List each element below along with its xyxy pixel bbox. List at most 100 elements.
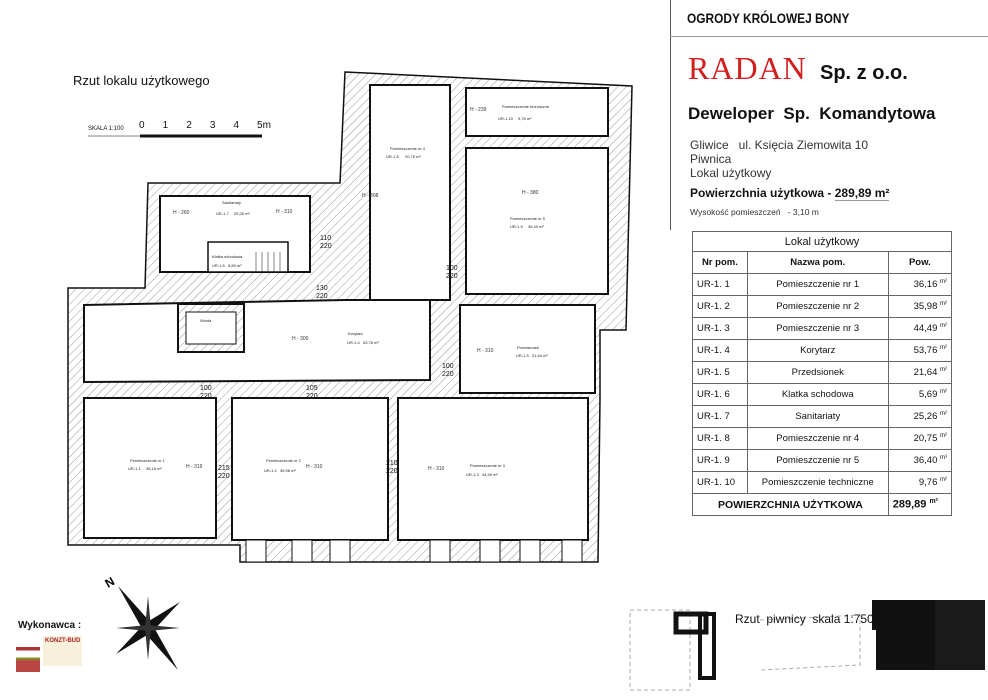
scale-tick: 3 [209, 120, 216, 131]
room-area: 44,49 m² [482, 472, 498, 477]
area-value: 36,16 [913, 279, 938, 291]
room-area: 21,64 m² [532, 353, 548, 358]
scale-tick: 2 [186, 120, 192, 131]
area-value: 35,98 [913, 301, 938, 313]
room-code: UR-1.1 [128, 466, 141, 471]
project-name: OGRODY KRÓLOWEJ BONY [687, 10, 850, 26]
room-number: UR-1. 8 [692, 427, 748, 450]
plan-title: Rzut lokalu użytkowego [73, 73, 210, 88]
room-number: UR-1. 2 [692, 295, 748, 318]
total-unit: m² [929, 498, 939, 506]
area-value: 53,76 [913, 345, 938, 357]
room-area: 44,49 m² [887, 317, 953, 340]
room-code: UR-1.6 [212, 263, 225, 268]
room-area: 36,16 m² [146, 466, 162, 471]
usable-area-label: Powierzchnia użytkowa - [690, 186, 832, 200]
table-row: UR-1. 7 Sanitariaty 25,26 m² [692, 405, 953, 428]
room-pom-5 [465, 147, 609, 295]
room-number: UR-1. 7 [692, 405, 748, 428]
room-height: H - 310 [477, 348, 494, 354]
door-height: 220 [316, 293, 328, 300]
room-area: 21,64 m² [887, 361, 953, 384]
area-unit: m² [940, 410, 947, 417]
room-name: Pomieszczenie nr 2 [746, 295, 889, 318]
room-name: Klatka schodowa [746, 383, 889, 406]
room-area: 35,98 m² [887, 295, 953, 318]
room-label: Pomieszczenie nr 1 [130, 458, 166, 463]
room-name: Pomieszczenie techniczne [746, 471, 889, 494]
room-area: 5,69 m² [228, 263, 242, 268]
area-unit: m³ [940, 454, 947, 461]
room-height: H - 310 [276, 209, 293, 215]
header-divider [670, 36, 988, 37]
table-row: UR-1. 9 Pomieszczenie nr 5 36,40 m³ [692, 449, 953, 472]
door-labels: 110 220 130 220 100 220 100 220 100 220 … [200, 235, 458, 480]
scale-tick: 5m [257, 120, 271, 131]
room-area: 36,40 m² [528, 224, 544, 229]
room-height: H - 308 [362, 193, 379, 199]
door-height: 220 [218, 473, 230, 480]
room-number: UR-1. 9 [692, 449, 748, 472]
room-number: UR-1. 5 [692, 361, 748, 384]
room-area: 5,69 m² [887, 383, 953, 406]
small-plan-title: Rzut piwnicy skala 1:750 [735, 612, 874, 626]
level: Piwnica [690, 152, 732, 166]
room-height-info: Wysokość pomieszczeń - 3,10 m [690, 207, 819, 217]
area-unit: m² [940, 344, 947, 351]
room-height: H - 310 [306, 464, 323, 470]
room-code: UR-1.10 [498, 116, 514, 121]
area-value: 44,49 [913, 323, 938, 335]
area-value: 36,40 [913, 455, 938, 467]
scale-tick: 0 [139, 120, 145, 131]
room-area: 53,76 m² [887, 339, 953, 362]
area-value: 5,69 [918, 389, 938, 401]
area-unit: m² [940, 322, 947, 329]
room-area: 25,26 m² [234, 211, 250, 216]
room-height: H - 300 [292, 336, 309, 342]
area-unit: m² [940, 432, 947, 439]
door-height: 220 [442, 371, 454, 378]
door-height: 220 [306, 393, 318, 400]
room-height: H - 380 [522, 190, 539, 196]
small-site-plan [629, 600, 985, 691]
door-width: 210 [386, 460, 398, 467]
room-name: Przedsionek [746, 361, 889, 384]
total-value: 289,89 m² [887, 493, 953, 516]
table-row: UR-1. 2 Pomieszczenie nr 2 35,98 m² [692, 295, 953, 318]
scale-tick: 4 [233, 120, 239, 131]
column-header: Nr pom. [692, 251, 748, 274]
room-area: 36,16 m² [887, 273, 953, 296]
door-width: 100 [200, 385, 212, 392]
room-height: H - 310 [428, 466, 445, 472]
room-area: 20,75 m² [887, 427, 953, 450]
room-number: UR-1. 6 [692, 383, 748, 406]
column-header: Nazwa pom. [746, 251, 889, 274]
room-label: Korytarz [348, 331, 363, 336]
room-label: Klatka schodowa [212, 254, 243, 259]
door-width: 110 [320, 235, 331, 242]
area-unit: m² [940, 476, 947, 483]
contractor-logo: KONZT-BUD [16, 636, 86, 672]
room-code: UR-1.8 [386, 154, 399, 159]
room-pom-4 [369, 84, 451, 301]
company-type: Deweloper Sp. Komandytowa [688, 104, 936, 123]
door-width: 215 [218, 465, 230, 472]
room-pom-tech [465, 87, 609, 137]
area-unit: m² [940, 388, 947, 395]
room-number: UR-1. 4 [692, 339, 748, 362]
room-name: Pomieszczenie nr 1 [746, 273, 889, 296]
room-pom-1 [83, 397, 217, 539]
room-code: UR-1.9 [510, 224, 523, 229]
room-area: 35,98 m² [280, 468, 296, 473]
room-number: UR-1. 10 [692, 471, 748, 494]
room-height: H - 260 [173, 210, 190, 216]
room-code: UR-1.3 [466, 472, 479, 477]
room-code: UR-1.7 [216, 211, 229, 216]
room-number: UR-1. 3 [692, 317, 748, 340]
unit-type: Lokal użytkowy [690, 166, 772, 180]
room-label: Przedsionek [517, 345, 539, 350]
door-height: 220 [446, 273, 458, 280]
area-value: 21,64 [913, 367, 938, 379]
area-value: 25,26 [913, 411, 938, 423]
room-name: Pomieszczenie nr 5 [746, 449, 889, 472]
